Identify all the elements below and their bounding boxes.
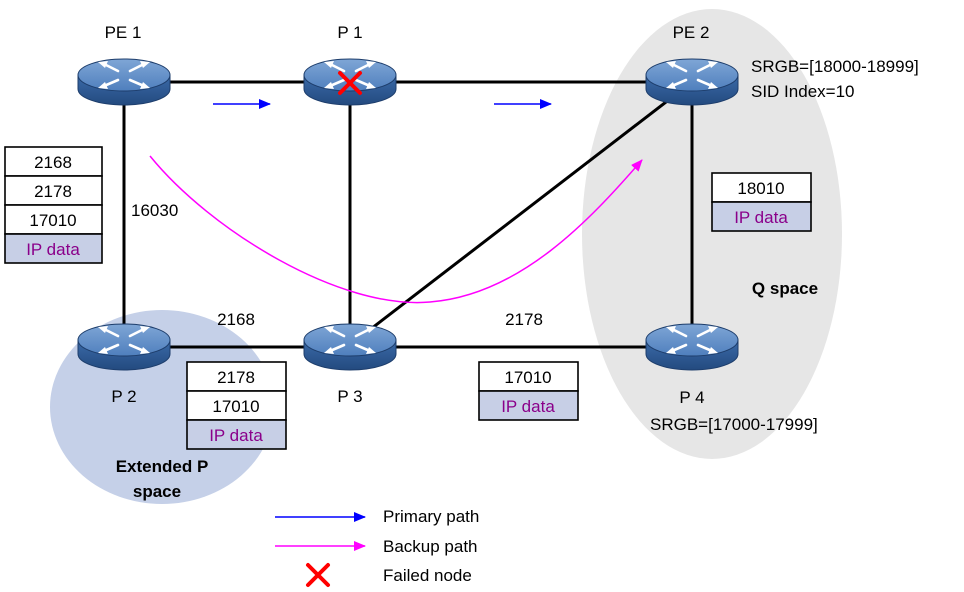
node-label-p3: P 3 (337, 387, 362, 406)
legend-backup-label: Backup path (383, 537, 478, 556)
stack-p2p3-label-1: 2178 (217, 368, 255, 387)
q-space-label: Q space (752, 279, 818, 298)
extended-p-space-label-2: space (133, 482, 181, 501)
stack-pe2p4-label-1: 18010 (737, 179, 784, 198)
router-icon (644, 57, 740, 107)
label-stack-pe2-p4: 18010 IP data (711, 172, 812, 232)
stack-left-label-3: 17010 (29, 211, 76, 230)
link-label-16030: 16030 (131, 201, 178, 220)
pe2-srgb: SRGB=[18000-18999] (751, 57, 919, 76)
router-pe1[interactable] (76, 57, 172, 107)
red-x-icon (338, 71, 362, 95)
pe2-sid-index: SID Index=10 (751, 82, 855, 101)
router-pe2[interactable] (644, 57, 740, 107)
router-p2[interactable] (76, 322, 172, 372)
node-label-pe2: PE 2 (673, 23, 710, 42)
legend: Primary path Backup path Failed node (275, 507, 479, 587)
stack-pe2p4-ip-data: IP data (734, 208, 788, 227)
legend-primary-label: Primary path (383, 507, 479, 526)
label-stack-left: 2168 2178 17010 IP data (4, 146, 103, 264)
link-label-2168: 2168 (217, 310, 255, 329)
link-p3-pe2 (349, 80, 693, 347)
stack-left-label-1: 2168 (34, 153, 72, 172)
node-label-pe1: PE 1 (105, 23, 142, 42)
node-label-p2: P 2 (111, 387, 136, 406)
router-icon (76, 322, 172, 372)
label-stack-p3-p4: 17010 IP data (478, 361, 579, 421)
stack-p2p3-ip-data: IP data (209, 426, 263, 445)
extended-p-space-label-1: Extended P (116, 457, 209, 476)
router-icon (76, 57, 172, 107)
stack-p2p3-label-2: 17010 (212, 397, 259, 416)
router-icon (302, 322, 398, 372)
link-label-2178: 2178 (505, 310, 543, 329)
node-label-p1: P 1 (337, 23, 362, 42)
router-p3[interactable] (302, 322, 398, 372)
label-stack-p2-p3: 2178 17010 IP data (186, 361, 287, 450)
stack-left-label-2: 2178 (34, 182, 72, 201)
stack-p3p4-ip-data: IP data (501, 397, 555, 416)
legend-failed-label: Failed node (383, 566, 472, 585)
router-icon (644, 322, 740, 372)
backup-path-curve (149, 155, 643, 304)
node-label-p4: P 4 (679, 388, 704, 407)
stack-p3p4-label-1: 17010 (504, 368, 551, 387)
stack-left-ip-data: IP data (26, 240, 80, 259)
legend-red-x-icon (306, 563, 330, 587)
p4-srgb: SRGB=[17000-17999] (650, 415, 818, 434)
router-p4[interactable] (644, 322, 740, 372)
